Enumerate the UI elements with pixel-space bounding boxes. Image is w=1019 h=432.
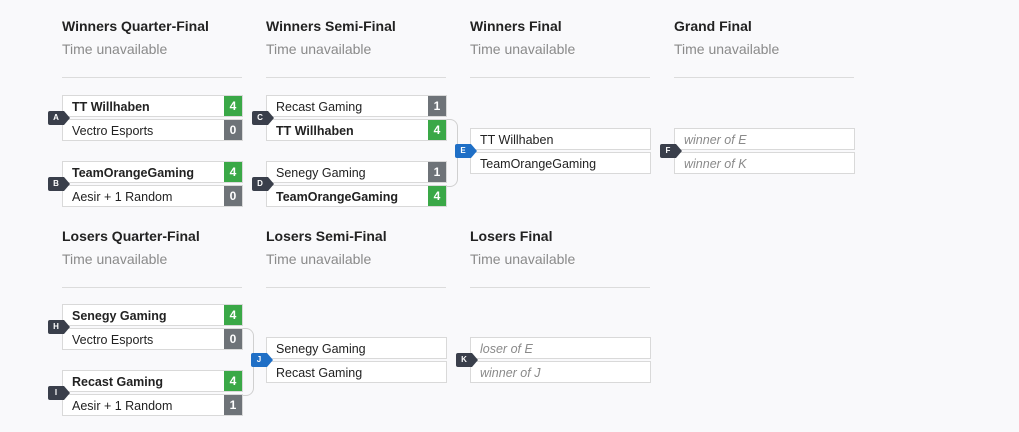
participant-score: 4 xyxy=(224,371,242,391)
participant-name: TeamOrangeGaming xyxy=(72,166,195,180)
round-divider xyxy=(62,77,242,78)
participant-name: Recast Gaming xyxy=(276,366,363,380)
round-divider xyxy=(266,77,446,78)
participant-name: winner of E xyxy=(684,133,747,147)
match-id-badge: D xyxy=(252,177,274,191)
participant-slot[interactable]: Senegy Gaming 4 xyxy=(62,304,243,326)
participant-name: Aesir + 1 Random xyxy=(72,190,173,204)
participant-score: 4 xyxy=(224,96,242,116)
participant-slot[interactable]: Senegy Gaming 1 xyxy=(266,161,447,183)
participant-slot[interactable]: TeamOrangeGaming xyxy=(470,152,651,174)
round-time: Time unavailable xyxy=(470,41,576,57)
participant-score: 1 xyxy=(428,96,446,116)
participant-name: TeamOrangeGaming xyxy=(276,190,399,204)
participant-name: Recast Gaming xyxy=(72,375,164,389)
participant-name: TT Willhaben xyxy=(480,133,554,147)
round-time: Time unavailable xyxy=(62,251,168,267)
match-h[interactable]: Senegy Gaming 4 Vectro Esports 0 xyxy=(62,304,243,350)
round-divider xyxy=(62,287,242,288)
participant-score: 0 xyxy=(224,329,242,349)
participant-slot[interactable]: TeamOrangeGaming 4 xyxy=(62,161,243,183)
match-a[interactable]: TT Willhaben 4 Vectro Esports 0 xyxy=(62,95,243,141)
participant-slot[interactable]: Aesir + 1 Random 0 xyxy=(62,185,243,207)
participant-slot[interactable]: winner of J xyxy=(470,361,651,383)
round-time: Time unavailable xyxy=(470,251,576,267)
participant-name: loser of E xyxy=(480,342,533,356)
round-divider xyxy=(470,77,650,78)
participant-name: TT Willhaben xyxy=(276,124,354,138)
round-title: Grand Final xyxy=(674,18,752,34)
participant-name: TT Willhaben xyxy=(72,100,150,114)
match-f[interactable]: winner of E winner of K xyxy=(674,128,855,174)
round-time: Time unavailable xyxy=(62,41,168,57)
match-id-badge: A xyxy=(48,111,70,125)
participant-slot[interactable]: TT Willhaben xyxy=(470,128,651,150)
match-id-badge: C xyxy=(252,111,274,125)
match-id-badge: E xyxy=(455,144,477,158)
participant-score: 1 xyxy=(428,162,446,182)
round-divider xyxy=(674,77,854,78)
round-title: Losers Quarter-Final xyxy=(62,228,200,244)
round-time: Time unavailable xyxy=(266,41,372,57)
participant-slot[interactable]: Recast Gaming 1 xyxy=(266,95,447,117)
round-title: Losers Semi-Final xyxy=(266,228,387,244)
participant-slot[interactable]: Recast Gaming 4 xyxy=(62,370,243,392)
participant-slot[interactable]: loser of E xyxy=(470,337,651,359)
match-id-badge: F xyxy=(660,144,682,158)
participant-slot[interactable]: winner of K xyxy=(674,152,855,174)
participant-name: Vectro Esports xyxy=(72,333,154,347)
match-c[interactable]: Recast Gaming 1 TT Willhaben 4 xyxy=(266,95,447,141)
participant-slot[interactable]: winner of E xyxy=(674,128,855,150)
round-time: Time unavailable xyxy=(266,251,372,267)
participant-name: Senegy Gaming xyxy=(276,166,366,180)
match-id-badge: K xyxy=(456,353,478,367)
participant-score: 4 xyxy=(428,186,446,206)
round-time: Time unavailable xyxy=(674,41,780,57)
round-divider xyxy=(266,287,446,288)
participant-name: Vectro Esports xyxy=(72,124,154,138)
round-title: Winners Final xyxy=(470,18,562,34)
match-d[interactable]: Senegy Gaming 1 TeamOrangeGaming 4 xyxy=(266,161,447,207)
participant-slot[interactable]: Vectro Esports 0 xyxy=(62,328,243,350)
participant-name: Senegy Gaming xyxy=(276,342,366,356)
participant-slot[interactable]: Vectro Esports 0 xyxy=(62,119,243,141)
match-j[interactable]: Senegy Gaming Recast Gaming xyxy=(266,337,447,383)
participant-score: 0 xyxy=(224,186,242,206)
participant-slot[interactable]: TT Willhaben 4 xyxy=(266,119,447,141)
participant-slot[interactable]: Aesir + 1 Random 1 xyxy=(62,394,243,416)
participant-score: 4 xyxy=(224,305,242,325)
participant-slot[interactable]: TT Willhaben 4 xyxy=(62,95,243,117)
participant-name: Senegy Gaming xyxy=(72,309,167,323)
participant-score: 4 xyxy=(224,162,242,182)
round-title: Winners Semi-Final xyxy=(266,18,396,34)
round-divider xyxy=(470,287,650,288)
match-i[interactable]: Recast Gaming 4 Aesir + 1 Random 1 xyxy=(62,370,243,416)
match-b[interactable]: TeamOrangeGaming 4 Aesir + 1 Random 0 xyxy=(62,161,243,207)
match-k[interactable]: loser of E winner of J xyxy=(470,337,651,383)
match-id-badge: H xyxy=(48,320,70,334)
participant-name: winner of J xyxy=(480,366,541,380)
participant-name: winner of K xyxy=(684,157,747,171)
participant-score: 1 xyxy=(224,395,242,415)
match-id-badge: I xyxy=(48,386,70,400)
participant-slot[interactable]: Senegy Gaming xyxy=(266,337,447,359)
participant-slot[interactable]: Recast Gaming xyxy=(266,361,447,383)
participant-name: TeamOrangeGaming xyxy=(480,157,597,171)
participant-name: Recast Gaming xyxy=(276,100,363,114)
participant-name: Aesir + 1 Random xyxy=(72,399,173,413)
participant-score: 0 xyxy=(224,120,242,140)
round-title: Losers Final xyxy=(470,228,553,244)
round-title: Winners Quarter-Final xyxy=(62,18,209,34)
participant-score: 4 xyxy=(428,120,446,140)
match-id-badge: B xyxy=(48,177,70,191)
match-id-badge: J xyxy=(251,353,273,367)
match-e[interactable]: TT Willhaben TeamOrangeGaming xyxy=(470,128,651,174)
participant-slot[interactable]: TeamOrangeGaming 4 xyxy=(266,185,447,207)
